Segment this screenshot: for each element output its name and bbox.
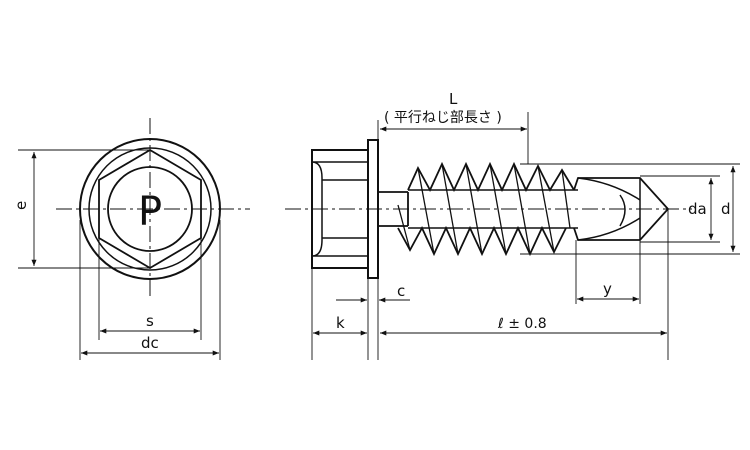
thread-length-note: ( 平行ねじ部長さ )	[384, 110, 502, 126]
dim-L-label: L	[449, 90, 458, 108]
dim-c-label: c	[397, 282, 405, 300]
dim-da-label: da	[688, 200, 707, 218]
thread-bottom	[397, 225, 567, 257]
dim-length-label: ℓ ± 0.8	[497, 316, 547, 332]
dim-k-label: k	[336, 314, 345, 332]
end-view-centerlines	[56, 118, 250, 300]
thread-flanks	[397, 163, 571, 255]
side-view-extension-lines	[311, 112, 740, 360]
dim-s-label: s	[146, 312, 154, 330]
dim-y-label: y	[603, 280, 612, 298]
drill-flute	[577, 177, 641, 241]
end-view-extension-lines	[18, 149, 221, 360]
side-view	[311, 139, 670, 279]
dim-dc-label: dc	[141, 334, 159, 352]
dim-e-label: e	[12, 201, 30, 210]
hex-facets	[311, 161, 368, 257]
dim-d-label: d	[721, 200, 731, 218]
